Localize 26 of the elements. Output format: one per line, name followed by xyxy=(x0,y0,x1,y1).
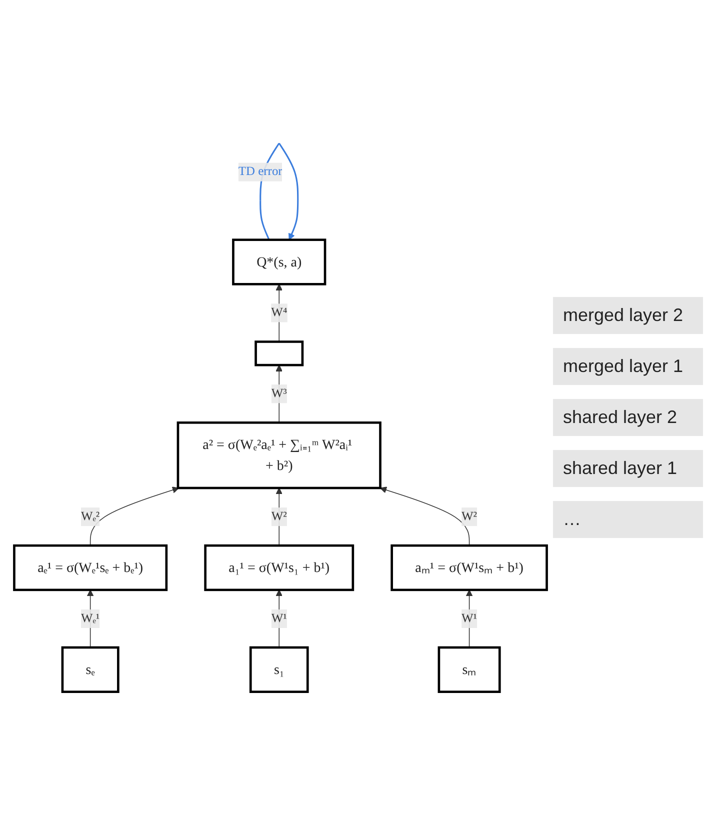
edge-label: W² xyxy=(462,510,478,523)
edge-label: W¹ xyxy=(271,612,287,625)
node-box: aₑ¹ = σ(Wₑ¹sₑ + bₑ¹) xyxy=(13,544,168,592)
edge-label: W⁴ xyxy=(271,306,288,320)
layer-label: shared layer 2 xyxy=(553,399,703,436)
node-box: a₁¹ = σ(W¹s₁ + b¹) xyxy=(204,544,354,592)
node-box xyxy=(254,340,304,366)
arrow xyxy=(90,486,180,546)
node-box: a² = σ(Wₑ²aₑ¹ + ∑ᵢ₌₁ᵐ W²aᵢ¹ + b²) xyxy=(176,421,382,490)
layer-label: merged layer 2 xyxy=(553,297,703,334)
edge-label: TD error xyxy=(238,165,282,178)
edge-label: Wₑ² xyxy=(80,510,100,523)
edge-label: W³ xyxy=(271,386,287,400)
node-box: sₘ xyxy=(438,646,501,693)
node-box: Q*(s, a) xyxy=(232,238,326,286)
node-box: sₑ xyxy=(61,646,120,693)
layer-label: … xyxy=(553,501,703,538)
layer-label: shared layer 1 xyxy=(553,450,703,487)
edge-label: Wₑ¹ xyxy=(80,612,100,625)
arrow xyxy=(380,486,470,546)
edge-label: W¹ xyxy=(462,612,478,625)
node-box: aₘ¹ = σ(W¹sₘ + b¹) xyxy=(390,544,548,592)
node-box: s₁ xyxy=(249,646,309,693)
layer-label: merged layer 1 xyxy=(553,348,703,385)
edge-label: W² xyxy=(271,510,287,523)
arrow xyxy=(276,284,283,342)
